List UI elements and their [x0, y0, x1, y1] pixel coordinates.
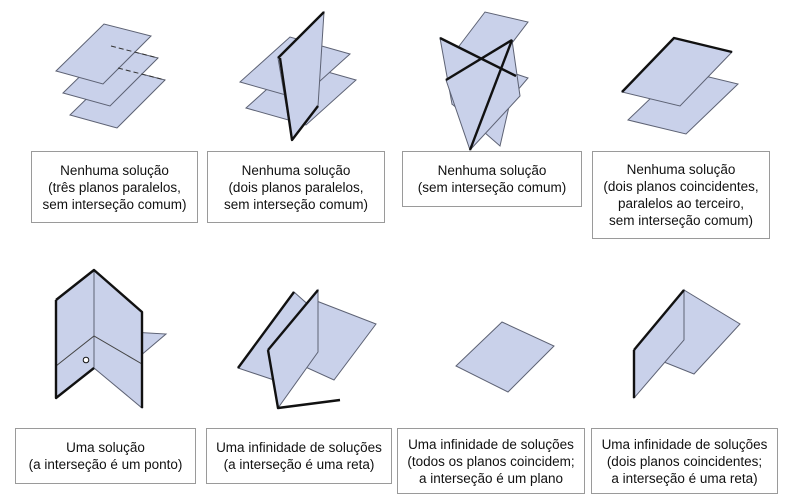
plane-all: [455, 321, 555, 393]
crossing-edge: [278, 57, 319, 142]
caption-line: (dois planos coincidentes,: [603, 179, 759, 194]
caption-case-8: Uma infinidade de soluções (dois planos …: [591, 428, 778, 494]
caption-case-2: Nenhuma solução (dois planos paralelos, …: [207, 151, 385, 223]
caption-line: Uma infinidade de soluções: [216, 440, 382, 455]
caption-line: a interseção é uma reta): [611, 470, 758, 486]
caption-line: (todos os planos coincidem;: [407, 453, 575, 469]
edge: [237, 291, 295, 369]
caption-line: (três planos paralelos,: [48, 179, 181, 195]
crossing-edge: [277, 11, 325, 59]
edge: [55, 268, 144, 408]
edge: [621, 36, 733, 93]
edge: [439, 36, 517, 78]
caption-line: Nenhuma solução: [241, 162, 351, 178]
caption-case-1: Nenhuma solução (três planos paralelos, …: [31, 151, 198, 223]
caption-line: Uma infinidade de soluções: [408, 436, 574, 452]
edge: [468, 39, 514, 151]
caption-line: Uma solução: [66, 440, 145, 455]
plane-top: [55, 23, 152, 85]
plane-front: [55, 268, 95, 400]
figure-line-intersection: [237, 288, 377, 410]
caption-line: Uma infinidade de soluções: [601, 436, 768, 452]
edge: [266, 349, 341, 410]
figure-coincident-line: [632, 288, 741, 400]
caption-case-3: Nenhuma solução (sem interseção comum): [402, 151, 582, 207]
caption-line: (dois planos coincidentes;: [606, 453, 763, 469]
caption-line: (sem interseção comum): [417, 180, 567, 195]
caption-line: paralelos ao terceiro,: [617, 196, 745, 211]
caption-line: sem interseção comum): [608, 213, 754, 228]
caption-line: sem interseção comum): [42, 196, 187, 212]
figure-coincident-parallel: [621, 36, 740, 135]
caption-line: (a interseção é uma reta): [223, 457, 375, 472]
caption-case-4: Nenhuma solução (dois planos coincidente…: [592, 151, 770, 239]
edge: [54, 300, 95, 400]
hidden-edge: [117, 67, 166, 81]
edge: [267, 289, 319, 351]
figure-three-parallel-planes: [55, 23, 166, 129]
plane-wall: [633, 288, 685, 400]
edge: [445, 38, 513, 82]
caption-line: (dois planos paralelos,: [228, 179, 364, 195]
figure-two-parallel-one-crossing: [238, 10, 358, 142]
hidden-edge: [110, 45, 159, 59]
caption-line: (a interseção é um ponto): [28, 457, 183, 472]
caption-line: Nenhuma solução: [60, 162, 169, 178]
caption-case-5: Uma solução (a interseção é um ponto): [15, 428, 196, 484]
edge: [633, 289, 685, 351]
caption-line: sem interseção comum): [223, 196, 369, 212]
figure-coincident-all: [455, 321, 555, 393]
intersection-point: [82, 356, 90, 364]
caption-line: a interseção é um plano: [418, 470, 564, 486]
caption-line: Nenhuma solução: [626, 162, 736, 177]
plane-crossing: [277, 10, 325, 142]
figure-prism-no-common: [439, 11, 529, 151]
caption-case-6: Uma infinidade de soluções (a interseção…: [206, 428, 392, 484]
figure-single-point: [54, 268, 168, 410]
intersection-line: [55, 335, 143, 367]
caption-case-7: Uma infinidade de soluções (todos os pla…: [397, 428, 585, 494]
caption-line: Nenhuma solução: [437, 163, 547, 178]
